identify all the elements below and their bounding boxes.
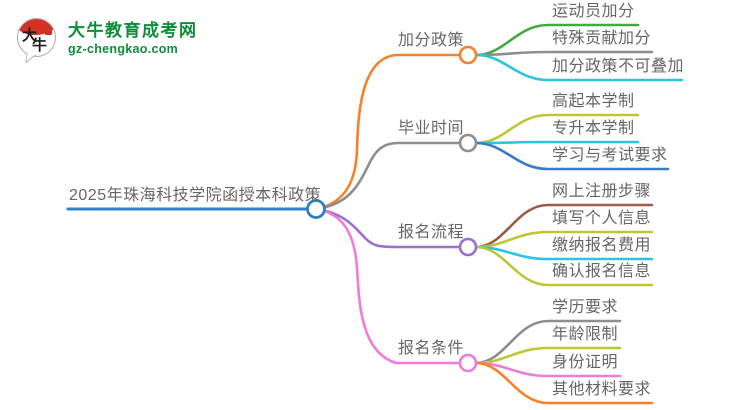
leaf-other-materials-edge: [474, 361, 654, 405]
central-topic-label[interactable]: 2025年珠海科技学院函授本科政策: [69, 187, 322, 204]
leaf-other-materials-label[interactable]: 其他材料要求: [552, 381, 652, 398]
leaf-study-exam-requirements-label[interactable]: 学习与考试要求: [552, 147, 668, 164]
leaf-confirm-registration-info-label[interactable]: 确认报名信息: [552, 263, 652, 280]
leaf-non-stackable-label[interactable]: 加分政策不可叠加: [552, 58, 685, 75]
brand-subtitle: gz-chengkao.com: [68, 42, 179, 57]
leaf-identity-proof-label[interactable]: 身份证明: [552, 354, 619, 371]
branch-graduation-time-label[interactable]: 毕业时间: [398, 120, 465, 137]
leaf-age-limit-label[interactable]: 年龄限制: [552, 326, 619, 343]
logo-bubble-icon: 大 牛: [17, 16, 61, 65]
leaf-fill-personal-info-label[interactable]: 填写个人信息: [552, 210, 652, 227]
branch-registration-requirements-label[interactable]: 报名条件: [398, 340, 465, 357]
leaf-education-requirement-label[interactable]: 学历要求: [552, 299, 619, 316]
branch-graduation-time-node[interactable]: [458, 133, 478, 153]
leaf-special-contribution-bonus-edge: [474, 50, 654, 57]
logo-char-2: 牛: [32, 36, 48, 54]
branch-graduation-time-edge: [314, 141, 462, 211]
leaf-pay-registration-fee-label[interactable]: 缴纳报名费用: [552, 237, 652, 254]
branch-registration-process-label[interactable]: 报名流程: [398, 224, 465, 241]
branch-bonus-policy-edge: [314, 53, 462, 211]
branch-bonus-policy-label[interactable]: 加分政策: [398, 32, 465, 49]
leaf-study-exam-requirements-edge: [474, 141, 670, 171]
site-logo[interactable]: 大 牛 大牛教育成考网 gz-chengkao.com: [17, 16, 198, 65]
logo-char-1: 大: [22, 26, 38, 44]
leaf-confirm-registration-info-edge: [474, 245, 654, 287]
branch-registration-process-node[interactable]: [458, 237, 478, 257]
branch-registration-process-edge: [314, 207, 462, 249]
leaf-non-stackable-edge: [474, 53, 684, 82]
leaf-zhuanshengben-duration-edge: [474, 140, 640, 145]
leaf-gaoqiben-duration-label[interactable]: 高起本学制: [552, 93, 635, 110]
central-node[interactable]: [306, 199, 326, 219]
logo-seal-icon: [45, 27, 52, 35]
leaf-special-contribution-bonus-label[interactable]: 特殊贡献加分: [552, 30, 652, 47]
branch-registration-requirements-node[interactable]: [458, 353, 478, 373]
leaf-online-registration-steps-label[interactable]: 网上注册步骤: [552, 183, 652, 200]
branch-registration-requirements-edge: [314, 207, 462, 365]
leaf-athlete-bonus-label[interactable]: 运动员加分: [552, 3, 635, 20]
brand-title: 大牛教育成考网: [68, 21, 198, 40]
branch-bonus-policy-node[interactable]: [458, 45, 478, 65]
leaf-zhuanshengben-duration-label[interactable]: 专升本学制: [552, 120, 635, 137]
